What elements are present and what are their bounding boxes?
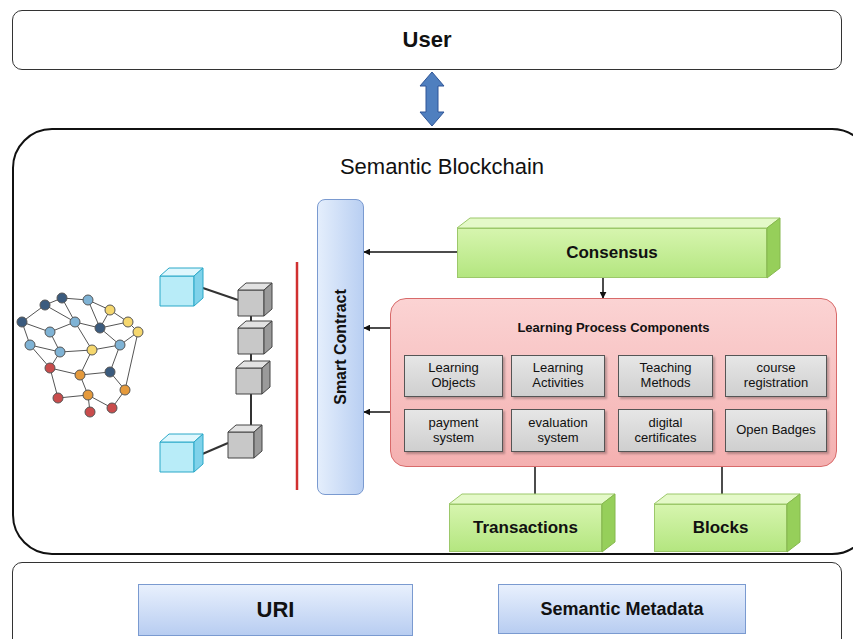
brain-network	[17, 293, 143, 417]
component-box: Learning Objects	[404, 355, 503, 397]
node-label: Semantic Metadata	[540, 599, 703, 620]
blocks-box: Blocks	[654, 504, 787, 552]
node-label: course registration	[729, 361, 823, 391]
node-label: Smart Contract	[331, 289, 349, 405]
uri-box: URI	[138, 584, 413, 636]
metadata-box: Semantic Metadata	[498, 584, 746, 634]
node-label: Teaching Methods	[622, 361, 709, 391]
consensus-box: Consensus	[457, 228, 767, 278]
node-label: Learning Activities	[515, 361, 601, 391]
bottom-band: URI Semantic Metadata	[12, 562, 842, 639]
smart-contract-bar: Smart Contract	[317, 199, 364, 495]
component-box: Learning Activities	[511, 355, 605, 397]
component-box: digital certificates	[618, 409, 713, 452]
group-heading: Learning Process Components	[517, 321, 709, 336]
transactions-box: Transactions	[449, 504, 602, 552]
flow-arrow	[364, 411, 390, 413]
node-label: payment system	[408, 416, 499, 446]
component-box: course registration	[725, 355, 827, 397]
node-label: Consensus	[566, 243, 658, 263]
node-label: User	[403, 27, 452, 52]
components-panel: Learning Process ComponentsLearning Obje…	[390, 298, 837, 467]
component-box: evaluation system	[511, 409, 605, 452]
group-heading: Semantic Blockchain	[340, 154, 544, 179]
flow-arrow	[364, 327, 390, 329]
component-box: Teaching Methods	[618, 355, 713, 397]
flow-arrow	[364, 251, 457, 253]
node-label: digital certificates	[622, 416, 709, 446]
node-label: Open Badges	[736, 423, 816, 438]
component-box: Open Badges	[725, 409, 827, 452]
user-band: User	[12, 10, 842, 70]
node-label: Learning Objects	[408, 361, 499, 391]
node-label: Blocks	[693, 518, 749, 538]
node-label: Transactions	[473, 518, 578, 538]
flow-arrow	[602, 278, 604, 298]
block-arrow	[420, 72, 444, 126]
component-box: payment system	[404, 409, 503, 452]
node-label: URI	[257, 597, 295, 622]
node-label: evaluation system	[515, 416, 601, 446]
blockchain-illustration	[160, 262, 297, 490]
blockchain-container: Semantic BlockchainSmart Contract Consens…	[12, 128, 853, 555]
